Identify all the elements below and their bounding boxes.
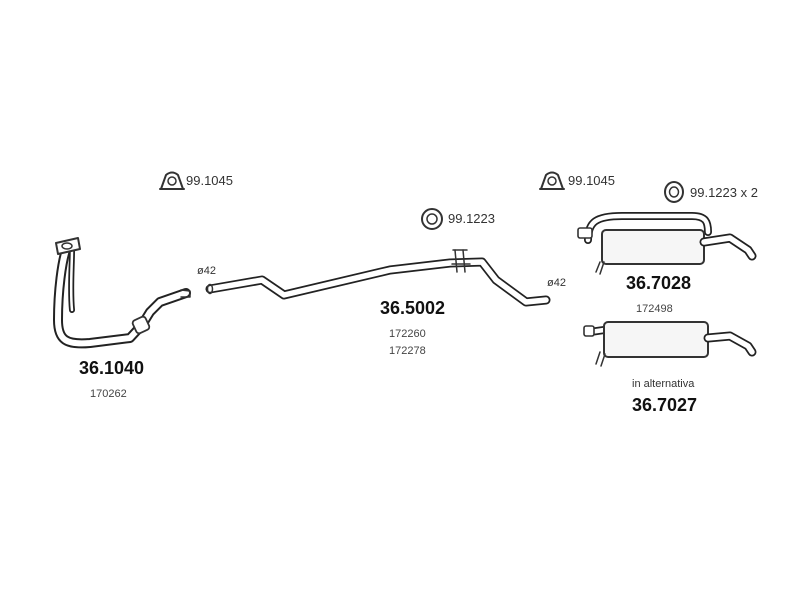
alt-muffler-drawing [583,321,757,367]
ref-number: 172278 [389,345,426,357]
front-pipe-drawing [53,237,191,349]
ref-number: 170262 [90,388,127,400]
ring-code-label: 99.1223 x 2 [690,185,758,200]
diameter-label-rear: ø42 [547,277,566,289]
part-number: 36.5002 [380,298,446,318]
part-number: 36.1040 [79,358,145,378]
part-number: 36.7028 [626,273,692,293]
clamp-code-label: 99.1045 [568,173,615,188]
center-pipe-drawing [205,249,551,307]
diameter-label-front: ø42 [197,265,216,277]
ref-number: 172498 [636,303,673,315]
alternative-note: in alternativa [632,378,695,390]
part-number: 36.7027 [632,395,698,415]
clamp-code-label: 99.1045 [186,173,233,188]
rear-muffler-drawing [577,212,757,275]
u-clamp-icon [159,171,185,190]
rubber-ring-icon [421,208,443,230]
ring-code-label: 99.1223 [448,211,495,226]
ref-number: 172260 [389,328,426,340]
rubber-ring-icon [664,181,684,203]
u-clamp-icon [539,171,565,190]
